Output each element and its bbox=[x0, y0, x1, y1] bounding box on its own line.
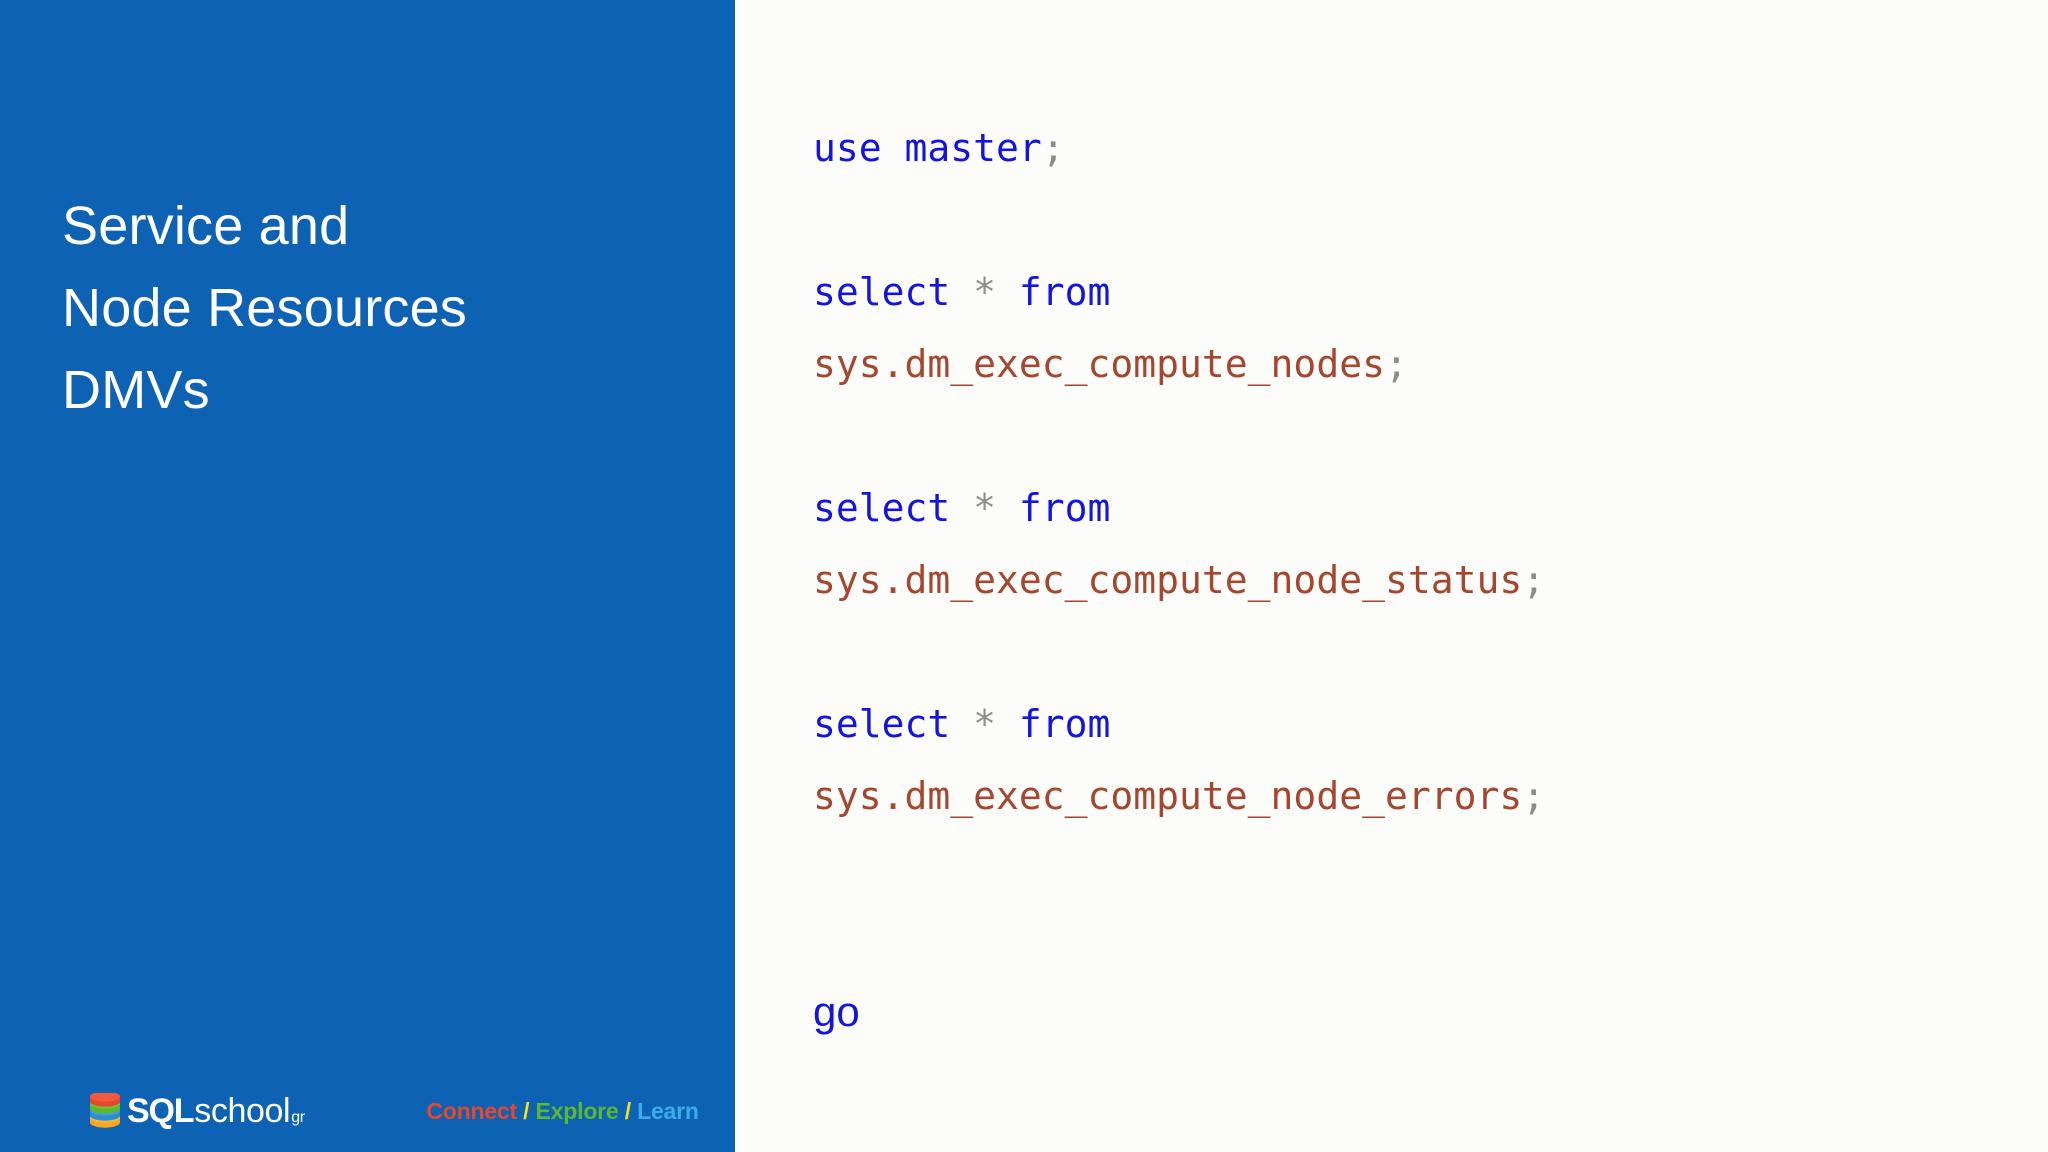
code-line-l10: sys.dm_exec_compute_node_errors; bbox=[813, 760, 1973, 832]
code-line-l9: select * from bbox=[813, 688, 1973, 760]
code-token-l10-0: sys.dm_exec_compute_node_errors bbox=[813, 774, 1523, 818]
brand-school-text: school bbox=[194, 1092, 291, 1130]
page-title-line-3: DMVs bbox=[62, 360, 210, 420]
code-token-l1-1: ; bbox=[1041, 126, 1065, 170]
code-token-l13-0: go bbox=[813, 988, 860, 1035]
code-token-l3-0: select bbox=[813, 270, 974, 314]
footer-brand: SQL school gr Connect / Explore / Learn bbox=[88, 1088, 699, 1134]
page-title: Service and Node Resources DMVs bbox=[62, 185, 682, 431]
code-line-l2 bbox=[813, 184, 1973, 256]
code-token-l6-2: from bbox=[996, 486, 1111, 530]
code-token-l9-1: * bbox=[973, 702, 997, 746]
code-token-l9-2: from bbox=[996, 702, 1111, 746]
code-token-l3-1: * bbox=[973, 270, 997, 314]
code-line-l4: sys.dm_exec_compute_nodes; bbox=[813, 328, 1973, 400]
brand-wordmark: SQL school gr bbox=[127, 1094, 305, 1128]
code-line-l6: select * from bbox=[813, 472, 1973, 544]
sqlschool-logo: SQL school gr bbox=[88, 1089, 305, 1133]
code-line-l13: go bbox=[813, 976, 1973, 1048]
code-token-l6-1: * bbox=[973, 486, 997, 530]
code-line-l1: use master; bbox=[813, 112, 1973, 184]
code-line-l3: select * from bbox=[813, 256, 1973, 328]
title-sidebar: Service and Node Resources DMVs bbox=[0, 0, 735, 1152]
code-token-l10-1: ; bbox=[1522, 774, 1546, 818]
tagline-separator-2: / bbox=[618, 1097, 638, 1124]
brand-gr-text: gr bbox=[291, 1109, 305, 1126]
footer-tagline: Connect / Explore / Learn bbox=[377, 1077, 699, 1146]
code-line-l7: sys.dm_exec_compute_node_status; bbox=[813, 544, 1973, 616]
code-line-l5 bbox=[813, 400, 1973, 472]
code-token-l4-0: sys.dm_exec_compute_nodes bbox=[813, 342, 1385, 386]
tagline-learn: Learn bbox=[637, 1097, 699, 1124]
code-token-l1-0: use master bbox=[813, 126, 1042, 170]
brand-sql-text: SQL bbox=[127, 1092, 195, 1130]
code-token-l7-0: sys.dm_exec_compute_node_status bbox=[813, 558, 1523, 602]
code-line-l12 bbox=[813, 904, 1973, 976]
code-token-l4-1: ; bbox=[1384, 342, 1408, 386]
code-line-l8 bbox=[813, 616, 1973, 688]
database-stack-icon bbox=[90, 1093, 120, 1128]
tagline-connect: Connect bbox=[426, 1097, 517, 1124]
tagline-separator-1: / bbox=[516, 1097, 536, 1124]
page-title-line-1: Service and bbox=[62, 196, 350, 256]
tagline-explore: Explore bbox=[535, 1097, 619, 1124]
page-title-line-2: Node Resources bbox=[62, 278, 468, 338]
code-token-l6-0: select bbox=[813, 486, 974, 530]
code-token-l3-2: from bbox=[996, 270, 1111, 314]
code-token-l7-1: ; bbox=[1522, 558, 1546, 602]
code-line-l11 bbox=[813, 832, 1973, 904]
code-token-l9-0: select bbox=[813, 702, 974, 746]
